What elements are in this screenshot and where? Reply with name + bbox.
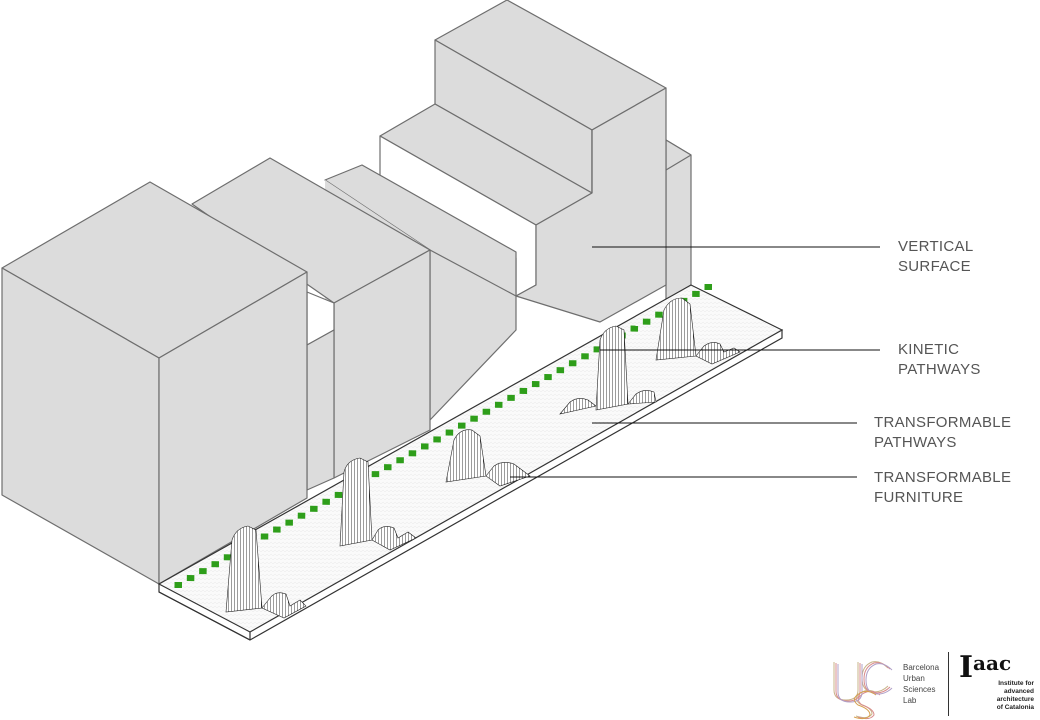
kinetic-pathway-dash bbox=[544, 374, 552, 381]
usl-logo-mark bbox=[833, 661, 893, 720]
iaac-line: of Catalonia bbox=[996, 704, 1034, 711]
building-front-cube bbox=[1, 181, 308, 585]
furniture-unit bbox=[559, 325, 657, 415]
logo-divider bbox=[948, 652, 949, 716]
kinetic-pathway-dash bbox=[494, 401, 503, 408]
label-line: FURNITURE bbox=[874, 489, 964, 506]
kinetic-pathway-dash bbox=[384, 464, 392, 471]
kinetic-pathway-dash bbox=[507, 394, 515, 401]
label-kinetic-pathways: KINETIC PATHWAYS bbox=[898, 340, 981, 380]
furniture-unit bbox=[655, 297, 741, 365]
kinetic-pathway-dash bbox=[260, 533, 269, 540]
kinetic-pathway-dash bbox=[704, 283, 713, 291]
transformable-furniture-group bbox=[225, 297, 741, 619]
kinetic-pathway-dash bbox=[470, 415, 478, 422]
label-line: PATHWAYS bbox=[874, 434, 957, 451]
kinetic-pathway-dash bbox=[334, 491, 343, 498]
kinetic-pathway-dash bbox=[285, 519, 293, 526]
kinetic-pathway-dash bbox=[581, 353, 589, 360]
kinetic-pathway-dash bbox=[371, 471, 380, 478]
kinetic-pathway-dash bbox=[556, 367, 565, 374]
kinetic-pathway-dash bbox=[642, 318, 651, 325]
kinetic-pathway-dash bbox=[655, 311, 663, 318]
kinetic-pathway-dash bbox=[199, 568, 207, 575]
buildings bbox=[1, 0, 692, 585]
iaac-line: Institute for bbox=[998, 680, 1034, 687]
label-transformable-pathways: TRANSFORMABLE PATHWAYS bbox=[874, 413, 1011, 453]
label-line: TRANSFORMABLE bbox=[874, 414, 1012, 431]
kinetic-pathway-dash bbox=[310, 505, 318, 512]
kinetic-pathway-dash bbox=[692, 290, 700, 297]
label-line: SURFACE bbox=[898, 258, 971, 275]
usl-line: Urban bbox=[903, 674, 925, 683]
furniture-unit bbox=[225, 525, 307, 619]
kinetic-pathway-dash bbox=[211, 561, 220, 568]
building-second bbox=[191, 157, 431, 491]
kinetic-pathway-dash bbox=[174, 581, 183, 589]
furniture-unit bbox=[445, 429, 531, 487]
kinetic-pathway-dash bbox=[630, 325, 639, 332]
kinetic-pathway-dash bbox=[519, 387, 528, 394]
usl-line: Barcelona bbox=[903, 663, 940, 672]
iaac-line: architecture bbox=[996, 696, 1034, 703]
label-line: TRANSFORMABLE bbox=[874, 469, 1012, 486]
kinetic-pathway-dash bbox=[223, 554, 232, 561]
label-vertical-surface: VERTICAL SURFACE bbox=[898, 237, 973, 277]
usl-line: Lab bbox=[903, 696, 917, 705]
iaac-line: advanced bbox=[1004, 688, 1034, 695]
iaac-mark-i: I bbox=[959, 650, 974, 685]
building-tall-stepped bbox=[379, 0, 667, 323]
kinetic-pathway-dash bbox=[297, 512, 306, 519]
usl-logo-text: Barcelona Urban Sciences Lab bbox=[903, 662, 939, 706]
label-line: VERTICAL bbox=[898, 238, 974, 255]
iaac-logo-text: Institute for advanced architecture of C… bbox=[997, 680, 1034, 712]
kinetic-pathway-dash bbox=[531, 380, 540, 388]
kinetic-pathway-dash bbox=[568, 360, 577, 367]
iaac-logo-mark: Iaac bbox=[959, 652, 1011, 684]
label-line: PATHWAYS bbox=[898, 361, 981, 378]
kinetic-pathway-dash bbox=[322, 498, 330, 505]
kinetic-pathway-dash bbox=[396, 457, 404, 464]
furniture-unit bbox=[339, 457, 417, 551]
kinetic-pathway-dash bbox=[482, 408, 491, 415]
building-far-right bbox=[665, 139, 692, 301]
kinetic-pathway-dash bbox=[433, 436, 441, 443]
leader-lines bbox=[510, 246, 880, 478]
kinetic-pathway-dash bbox=[408, 450, 417, 457]
kinetic-pathway-dash bbox=[445, 429, 454, 436]
label-transformable-furniture: TRANSFORMABLE FURNITURE bbox=[874, 468, 1011, 508]
kinetic-pathway-dash bbox=[186, 575, 195, 582]
kinetic-pathway-dash bbox=[420, 443, 429, 450]
usl-line: Sciences bbox=[903, 685, 936, 694]
kinetic-pathway-dash bbox=[273, 526, 281, 533]
iaac-mark-aac: aac bbox=[973, 651, 1012, 675]
kinetic-pathway-dash bbox=[457, 422, 466, 429]
label-line: KINETIC bbox=[898, 341, 960, 358]
